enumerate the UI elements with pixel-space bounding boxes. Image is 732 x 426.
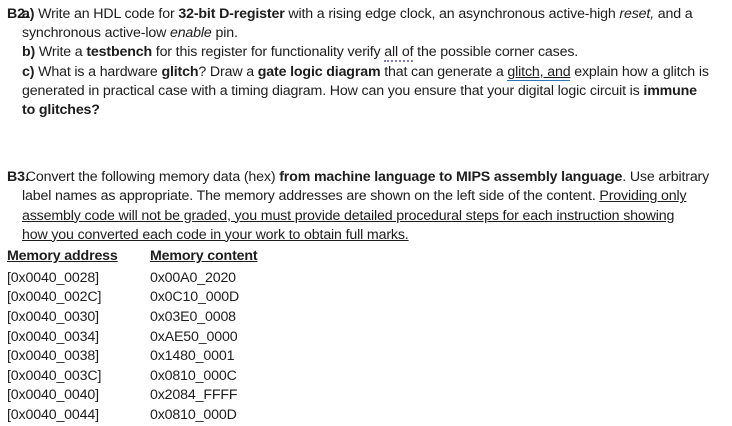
memory-content-cell: 0x03E0_0008 [150,309,236,326]
memory-table: Memory address Memory content [0x0040_002… [7,247,732,426]
text-run: ? Draw a [198,63,258,80]
text-run: the possible corner cases. [413,44,579,61]
b2-line-4: c) What is a hardware glitch? Draw a gat… [22,63,732,82]
table-row: [0x0040_0028] 0x00A0_2020 [7,269,732,289]
text-run: label names as appropriate. The memory a… [22,188,600,205]
table-row: [0x0040_0034] 0xAE50_0000 [7,328,732,348]
memory-content-cell: 0xAE50_0000 [150,328,238,345]
text-run-bold: from machine language to MIPS assembly l… [279,169,623,186]
text-run: for this register for functionality veri… [151,44,385,61]
memory-address-cell: [0x0040_002C] [7,289,102,306]
b2-line-5: generated in practical case with a timin… [22,82,732,101]
text-run: What is a hardware [34,63,162,80]
text-run: generated in practical case with a timin… [22,82,644,99]
memory-address-cell: [0x0040_0040] [7,387,99,404]
text-run: Convert the following memory data (hex) [22,169,280,186]
memory-content-header: Memory content [150,247,258,264]
b2-c-label: c) [22,63,35,80]
text-run-bold: testbench [86,44,152,61]
text-run-bold: to glitches? [22,101,100,118]
b2-line-2: synchronous active-low enable pin. [22,24,732,43]
text-run: with a rising edge clock, an asynchronou… [284,6,620,22]
text-run-bold: glitch [161,63,199,80]
memory-content-cell: 0x0810_000C [150,367,237,384]
grammar-underline-run: glitch, and [507,63,571,81]
memory-address-cell: [0x0040_0034] [7,328,99,345]
memory-address-cell: [0x0040_003C] [7,367,102,384]
text-run-bold: gate logic diagram [257,63,381,80]
memory-address-cell: [0x0040_0038] [7,348,99,365]
memory-address-header: Memory address [7,247,118,264]
text-run-italic: reset, [619,6,654,22]
b2-line-3: b) Write a testbench for this register f… [22,43,732,63]
underlined-run: assembly code will not be graded, you mu… [22,207,675,224]
question-b2-label: B2. [7,6,29,22]
question-b3: B3. Convert the following memory data (h… [0,168,732,245]
text-run: Write a [35,44,87,61]
text-run: and a [654,6,693,22]
memory-content-cell: 0x0C10_000D [150,289,240,306]
text-run: pin. [211,25,238,42]
b3-line-2: label names as appropriate. The memory a… [22,187,732,206]
text-run-bold: 32-bit D-register [178,6,285,22]
table-row: [0x0040_002C] 0x0C10_000D [7,288,732,308]
table-row: [0x0040_0040] 0x2084_FFFF [7,386,732,406]
memory-table-header-row: Memory address Memory content [7,247,732,269]
b2-b-label: b) [22,44,36,61]
memory-address-cell: [0x0040_0028] [7,269,99,286]
text-run: Write an HDL code for [34,6,179,22]
underlined-run: Providing only [599,188,687,205]
text-run: that can generate a [380,63,508,80]
memory-address-cell: [0x0040_0044] [7,407,99,424]
b3-line-3: assembly code will not be graded, you mu… [22,207,732,226]
table-row: [0x0040_003C] 0x0810_000C [7,367,732,387]
memory-address-cell: [0x0040_0030] [7,309,99,326]
memory-content-cell: 0x00A0_2020 [150,269,236,286]
table-row: [0x0040_0044] 0x0810_000D [7,406,732,426]
b2-line-1: a) Write an HDL code for 32-bit D-regist… [22,5,732,24]
text-run: . Use arbitrary [622,169,710,186]
question-b2: B2. a) Write an HDL code for 32-bit D-re… [0,5,732,120]
b2-a-label: a) [22,6,35,22]
text-run: synchronous active-low [22,25,170,42]
b3-line-1: Convert the following memory data (hex) … [22,168,732,187]
question-b3-label: B3. [7,169,29,186]
memory-content-cell: 0x2084_FFFF [150,387,238,404]
b3-line-4: how you converted each code in your work… [22,226,732,245]
table-row: [0x0040_0038] 0x1480_0001 [7,347,732,367]
underlined-run: how you converted each code in your work… [22,226,409,243]
grammar-suggestion-run: all of [384,44,414,63]
b2-line-6: to glitches? [22,101,732,120]
memory-content-cell: 0x0810_000D [150,407,237,424]
text-run-bold: immune [643,82,697,99]
memory-content-cell: 0x1480_0001 [150,348,235,365]
text-run-italic: enable [169,25,212,42]
text-run: explain how a glitch is [570,63,709,80]
table-row: [0x0040_0030] 0x03E0_0008 [7,308,732,328]
